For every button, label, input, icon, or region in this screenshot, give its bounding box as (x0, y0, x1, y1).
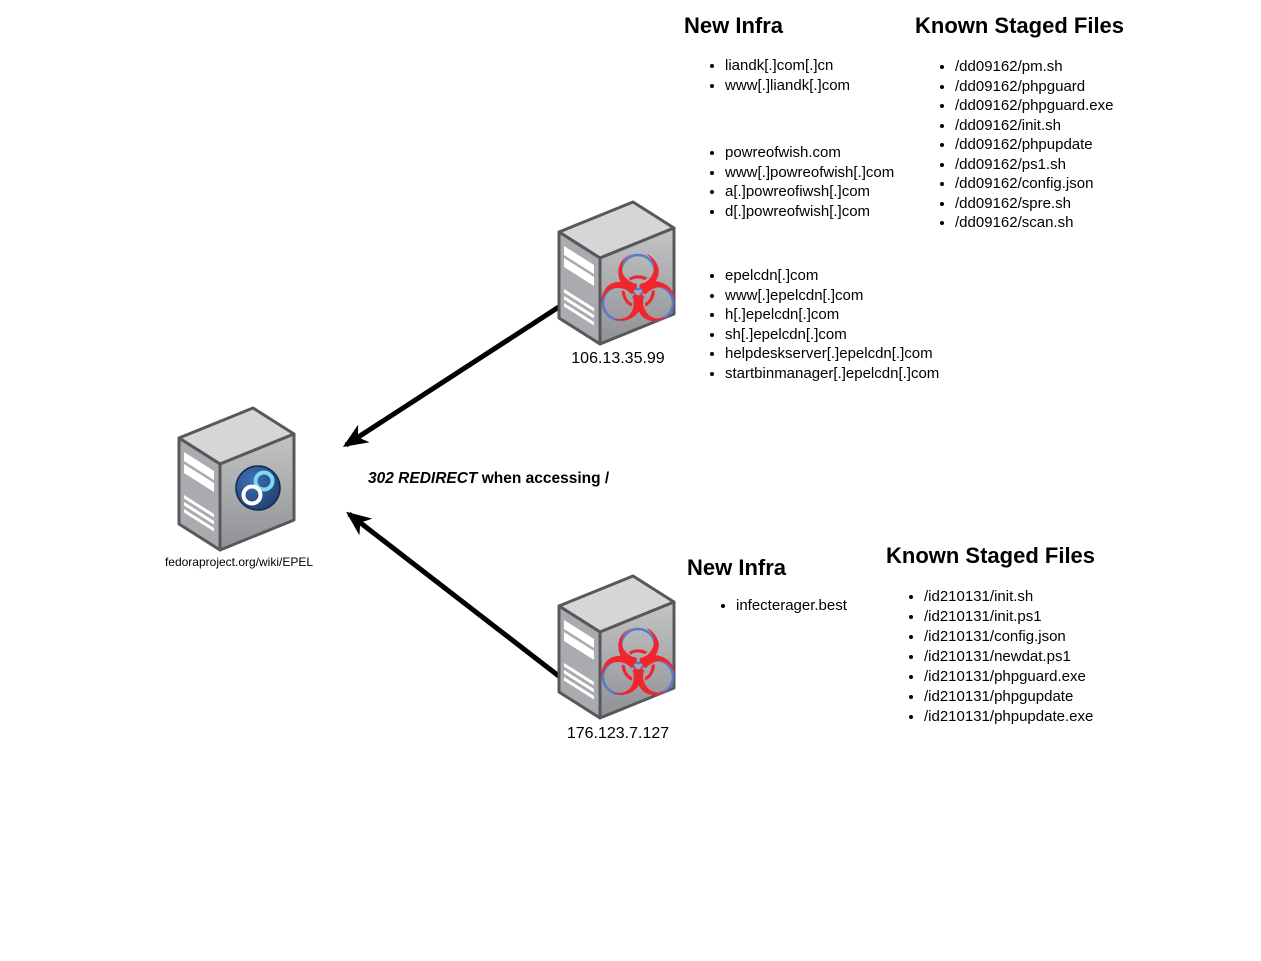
list-item: h[.]epelcdn[.]com (725, 305, 939, 325)
server-malicious-top: ☣ (556, 194, 680, 351)
server-ip-label-bottom: 176.123.7.127 (566, 725, 670, 742)
list-item: /dd09162/config.json (955, 174, 1113, 194)
server-fedora (176, 400, 300, 557)
list-item: /id210131/init.ps1 (924, 607, 1093, 627)
list-item: a[.]powreofiwsh[.]com (725, 182, 894, 202)
list-item: www[.]powreofwish[.]com (725, 163, 894, 183)
domain-list-liandk: liandk[.]com[.]cnwww[.]liandk[.]com (707, 56, 850, 95)
domain-list-infecterager: infecterager.best (718, 596, 847, 616)
redirect-note: 302 REDIRECT when accessing / (368, 470, 609, 488)
list-item: d[.]powreofwish[.]com (725, 202, 894, 222)
list-item: /dd09162/scan.sh (955, 213, 1113, 233)
section-title-new-infra-top: New Infra (684, 13, 784, 38)
list-item: /id210131/phpguard.exe (924, 667, 1093, 687)
svg-text:☣: ☣ (597, 236, 679, 343)
server-tower-icon: ☣ (557, 574, 679, 720)
list-item: www[.]liandk[.]com (725, 76, 850, 96)
list-item: /dd09162/phpguard.exe (955, 96, 1113, 116)
server-url-label-fedora: fedoraproject.org/wiki/EPEL (164, 555, 314, 569)
list-item: /dd09162/init.sh (955, 116, 1113, 136)
section-title-staged-files-top: Known Staged Files (915, 13, 1125, 38)
section-title-staged-files-bottom: Known Staged Files (886, 543, 1096, 568)
list-item: www[.]epelcdn[.]com (725, 286, 939, 306)
list-item: epelcdn[.]com (725, 266, 939, 286)
list-item: /id210131/phpgupdate (924, 687, 1093, 707)
list-item: /dd09162/spre.sh (955, 194, 1113, 214)
list-item: /id210131/newdat.ps1 (924, 647, 1093, 667)
list-item: /id210131/config.json (924, 627, 1093, 647)
list-item: /dd09162/pm.sh (955, 57, 1113, 77)
biohazard-icon: ☣ (597, 236, 679, 343)
redirect-status-text: 302 REDIRECT (368, 470, 478, 487)
staged-files-list-id210131: /id210131/init.sh/id210131/init.ps1/id21… (906, 587, 1093, 727)
redirect-arrow-from-176-icon (346, 511, 562, 679)
list-item: helpdeskserver[.]epelcdn[.]com (725, 344, 939, 364)
list-item: /id210131/phpupdate.exe (924, 707, 1093, 727)
list-item: infecterager.best (736, 596, 847, 616)
list-item: /dd09162/ps1.sh (955, 155, 1113, 175)
list-item: /dd09162/phpguard (955, 77, 1113, 97)
list-item: sh[.]epelcdn[.]com (725, 325, 939, 345)
biohazard-icon: ☣ (597, 610, 679, 717)
svg-text:☣: ☣ (597, 610, 679, 717)
redirect-rest-text: when accessing / (481, 470, 610, 487)
list-item: /dd09162/phpupdate (955, 135, 1113, 155)
staged-files-list-dd09162: /dd09162/pm.sh/dd09162/phpguard/dd09162/… (937, 57, 1113, 233)
redirect-arrow-from-106-icon (342, 298, 570, 448)
list-item: powreofwish.com (725, 143, 894, 163)
server-tower-icon (177, 406, 296, 552)
domain-list-epelcdn: epelcdn[.]comwww[.]epelcdn[.]comh[.]epel… (707, 266, 939, 383)
list-item: startbinmanager[.]epelcdn[.]com (725, 364, 939, 384)
server-malicious-bottom: ☣ (556, 568, 680, 725)
list-item: /id210131/init.sh (924, 587, 1093, 607)
section-title-new-infra-bottom: New Infra (687, 555, 787, 580)
server-tower-icon: ☣ (557, 200, 679, 346)
fedora-logo-icon (235, 465, 281, 511)
list-item: liandk[.]com[.]cn (725, 56, 850, 76)
domain-list-powreofwish: powreofwish.comwww[.]powreofwish[.]coma[… (707, 143, 894, 221)
server-ip-label-top: 106.13.35.99 (571, 350, 665, 367)
